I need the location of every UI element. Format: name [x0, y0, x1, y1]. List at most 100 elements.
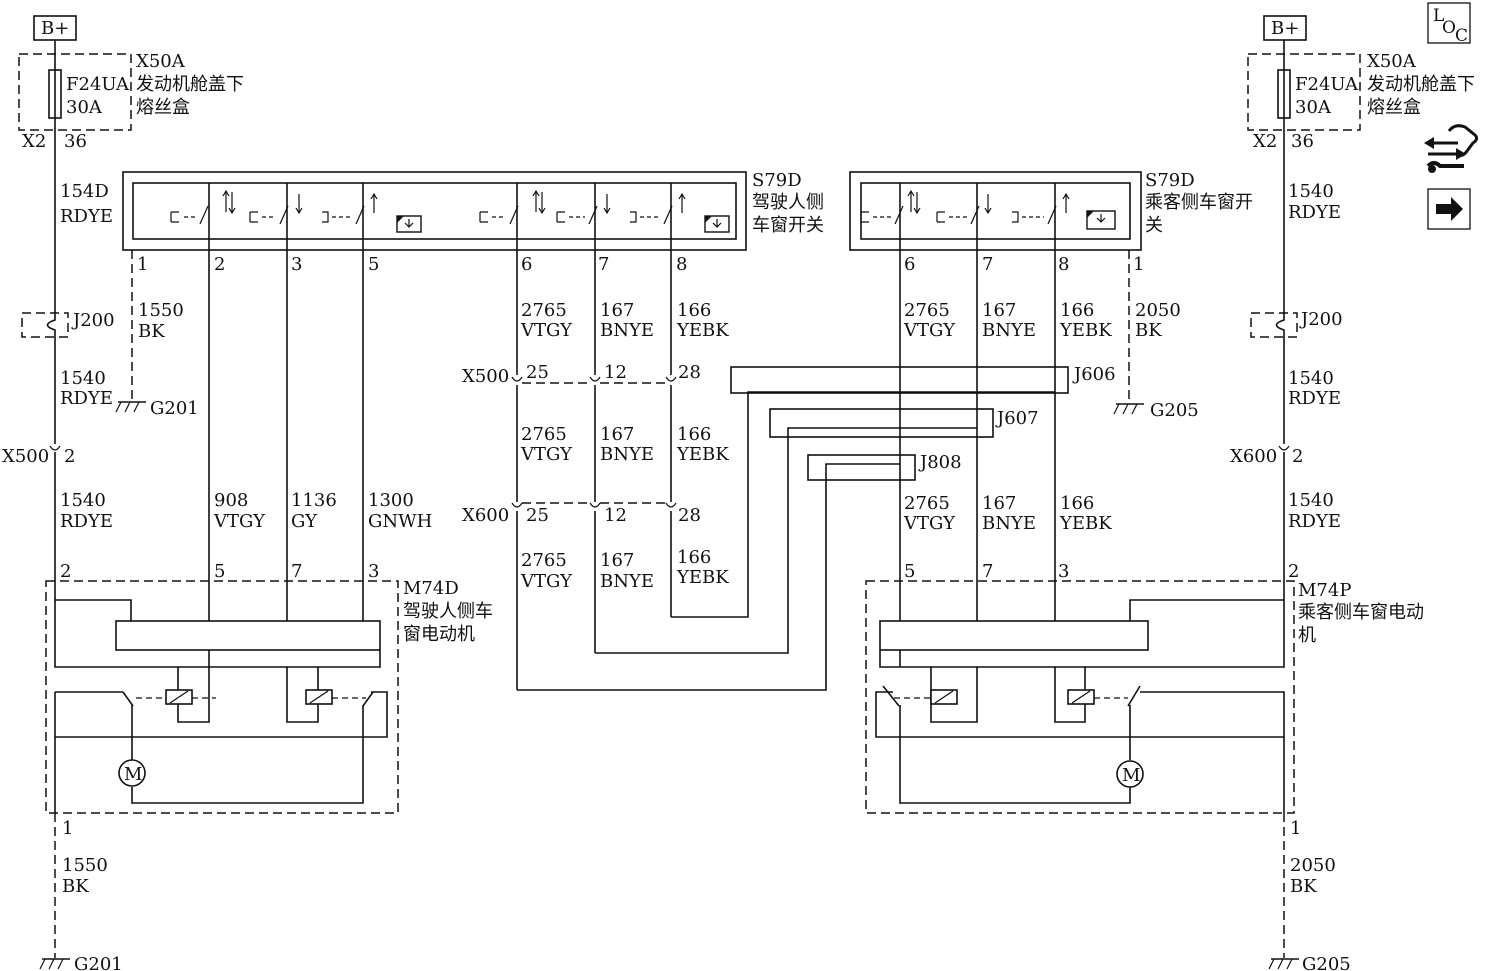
wire-2050-color-switch: BK [1135, 320, 1162, 341]
wire-167-color-p1: BNYE [982, 320, 1036, 341]
passenger-motor-id: M74P [1298, 580, 1351, 601]
connector-swap-icon[interactable] [1424, 124, 1479, 173]
passenger-window-motor: 5 7 3 2 M74P 乘客侧车窗电动 机 M 1 [865, 561, 1424, 839]
passenger-window-switch: S79D 乘客侧车窗开 关 6 7 8 1 2765 VTGY 167 BNYE… [849, 170, 1253, 621]
x600-pin-28: 28 [678, 505, 701, 526]
driver-switch-pin-6: 6 [521, 254, 532, 275]
driver-switch-id: S79D [752, 170, 802, 191]
passenger-motor-pin-5: 5 [904, 561, 915, 582]
fuse-box-connector-right: X50A [1367, 51, 1417, 72]
splice-j607-label: J607 [995, 408, 1039, 429]
driver-motor-m-label: M [124, 764, 142, 785]
b-plus-label-right: B+ [1271, 18, 1299, 39]
fuse-conn-36-right: 36 [1291, 131, 1314, 152]
wire-1300-color: GNWH [368, 511, 432, 532]
splice-j200-left-label: J200 [71, 310, 115, 331]
loc-icon[interactable]: L O C [1427, 2, 1471, 46]
fuse-conn-x2-left: X2 [22, 131, 46, 152]
connector-x600-right: X600 [1230, 446, 1277, 467]
svg-text:C: C [1455, 26, 1468, 46]
driver-switch-pin-5: 5 [368, 254, 379, 275]
passenger-motor-ground: 2050 BK G205 [1268, 813, 1351, 971]
connector-x600-mid: X600 [462, 505, 509, 526]
wire-167-circuit-p1: 167 [982, 300, 1016, 321]
wire-908-circuit: 908 [214, 490, 248, 511]
wire-166-color-1: YEBK [676, 320, 729, 341]
wire-908-color: VTGY [213, 511, 266, 532]
wire-166-color-p1: YEBK [1059, 320, 1112, 341]
fuse-box-location-left: 发动机舱盖下 [136, 74, 244, 95]
driver-window-switch: S79D 驾驶人侧 车窗开关 [122, 170, 824, 275]
wire-2765-circuit-1: 2765 [521, 300, 567, 321]
passenger-switch-name2: 关 [1145, 215, 1163, 236]
wire-2765-circuit-p1: 2765 [904, 300, 950, 321]
wire-166-circuit-2: 166 [677, 424, 711, 445]
driver-switch-pin-7: 7 [598, 254, 609, 275]
wire-1136-circuit: 1136 [291, 490, 337, 511]
b-plus-label-left: B+ [41, 18, 69, 39]
passenger-switch-pin-6: 6 [904, 254, 915, 275]
wire-2050-color-motor: BK [1290, 876, 1317, 897]
wire-1550-circuit-motor: 1550 [62, 855, 108, 876]
fuse-box-location-right: 发动机舱盖下 [1367, 74, 1475, 95]
driver-switch-ground: 1550 BK G201 [115, 250, 199, 419]
wire-166-circuit-p2: 166 [1060, 493, 1094, 514]
driver-motor-pin-5: 5 [214, 561, 225, 582]
splice-j200-right-label: J200 [1299, 309, 1343, 330]
wire-166-color-p2: YEBK [1059, 513, 1112, 534]
arrow-right-icon[interactable] [1427, 188, 1471, 230]
x500-pin-28: 28 [678, 362, 701, 383]
fuse-box-right [1247, 53, 1361, 131]
driver-motor-name1: 驾驶人侧车 [403, 601, 493, 622]
x600-pin-12: 12 [604, 505, 627, 526]
wire-154d-circuit: 154D [60, 181, 109, 202]
wire-2765-circuit-3: 2765 [521, 550, 567, 571]
passenger-motor-pin-2: 2 [1288, 561, 1299, 582]
ground-g205-switch-label: G205 [1150, 400, 1199, 421]
wire-166-color-3: YEBK [676, 567, 729, 588]
fuse-name-right: F24UA [1295, 74, 1359, 95]
driver-motor-symbol [118, 759, 146, 787]
driver-motor-control-wires: 908 VTGY 1136 GY 1300 GNWH [208, 183, 432, 621]
driver-switch-name1: 驾驶人侧 [752, 192, 824, 213]
wire-2765-color-p1: VTGY [903, 320, 956, 341]
wire-166-circuit-1: 166 [677, 300, 711, 321]
wire-166-circuit-p1: 166 [1060, 300, 1094, 321]
passenger-switch-name1: 乘客侧车窗开 [1145, 192, 1253, 213]
fuse-conn-36-left: 36 [64, 131, 87, 152]
window-lock-icon-driver-1 [396, 215, 422, 233]
fuse-name-left: F24UA [66, 74, 130, 95]
wire-1540-color-left-2: RDYE [60, 511, 113, 532]
wire-1550-color-motor: BK [62, 876, 89, 897]
wire-2765-circuit-p2: 2765 [904, 493, 950, 514]
left-supply: B+ X50A 发动机舱盖下 熔丝盒 F24UA 30A X2 36 154D … [2, 15, 244, 581]
passenger-motor-name1: 乘客侧车窗电动 [1298, 602, 1424, 623]
x600-pin-25: 25 [526, 505, 549, 526]
connector-x500-pin2: 2 [64, 446, 75, 467]
driver-motor-pin-2: 2 [60, 561, 71, 582]
passenger-switch-pin-8: 8 [1058, 254, 1069, 275]
driver-motor-id: M74D [403, 578, 459, 599]
driver-switch-name2: 车窗开关 [752, 215, 824, 236]
wire-2765-color-2: VTGY [520, 444, 573, 465]
wire-1550-color-switch: BK [138, 321, 165, 342]
wire-1540-color-right-3: RDYE [1288, 511, 1341, 532]
ground-g205-motor-label: G205 [1302, 954, 1351, 971]
wire-2765-color-p2: VTGY [903, 513, 956, 534]
driver-motor-pin-7: 7 [291, 561, 302, 582]
wire-167-color-3: BNYE [600, 571, 654, 592]
passenger-motor-name2: 机 [1298, 625, 1316, 646]
connector-x600-pin2: 2 [1292, 446, 1303, 467]
wire-167-circuit-p2: 167 [982, 493, 1016, 514]
fuse-rating-right: 30A [1295, 97, 1332, 118]
driver-switch-pin-3: 3 [291, 254, 302, 275]
wire-1540-color-left-1: RDYE [60, 388, 113, 409]
fuse-rating-left: 30A [66, 97, 103, 118]
fuse-box-connector-left: X50A [136, 51, 186, 72]
connector-x500-mid: X500 [462, 366, 509, 387]
splice-j200-left [21, 312, 69, 338]
driver-switch-pin-2: 2 [214, 254, 225, 275]
wire-1550-circuit-switch: 1550 [138, 300, 184, 321]
wire-1540-color-right-2: RDYE [1288, 388, 1341, 409]
